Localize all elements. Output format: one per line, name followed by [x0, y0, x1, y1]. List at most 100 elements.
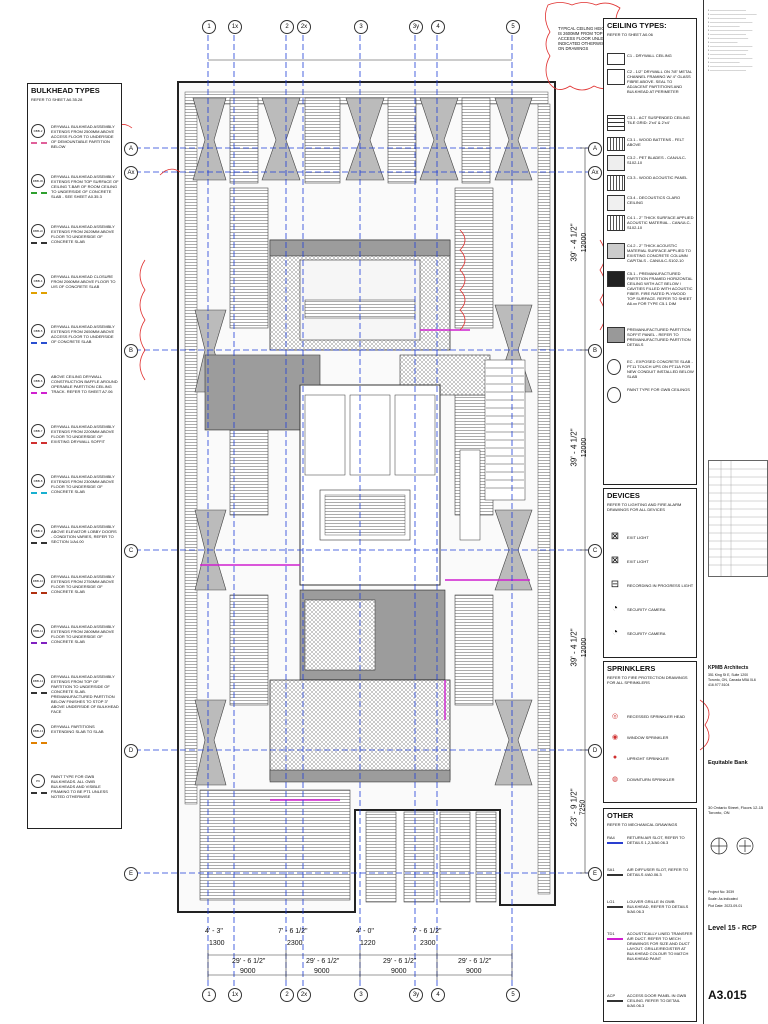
- device-item: ⊠EXIT LIGHT: [604, 529, 696, 551]
- bulkhead-line-sample: [31, 492, 47, 494]
- bulkhead-line-sample: [31, 142, 47, 144]
- grid-bubble-D: D: [124, 744, 138, 758]
- ceiling-swatch-icon: [607, 155, 625, 171]
- other-item-tag: RA4: [607, 835, 615, 840]
- other-line-sample: [607, 938, 623, 940]
- other-line-sample: [607, 842, 623, 844]
- grid-bubble-4-bottom: 4: [431, 988, 445, 1002]
- grid-bubble-C-right: C: [588, 544, 602, 558]
- ceiling-item-label: EC - EXPOSED CONCRETE SLAB - PT11 TOUCH …: [627, 359, 694, 379]
- ceiling-item-label: C4.1 - 2" THICK SURFACE APPLIED ACOUSTIC…: [627, 215, 694, 230]
- bulkhead-tag-icon: P9: [31, 774, 45, 788]
- bulkhead-item-label: DRYWALL PARTITIONS EXTENDING SLAB TO SLA…: [51, 724, 104, 734]
- ceiling-item: C3.1 - WOOD BATTENS - FELT ABOVE: [604, 135, 696, 151]
- bulkhead-line-sample: [31, 242, 47, 244]
- bulkhead-tag-icon: DBB-4: [31, 274, 45, 288]
- grid-bubble-E-right: E: [588, 867, 602, 881]
- bulkhead-line-sample: [31, 192, 47, 194]
- dim-bottom-h: 29' - 6 1/2": [458, 958, 492, 965]
- other-item-label: ACOUSTICALLY LINED TRANSFER AIR DUCT. RE…: [627, 931, 693, 961]
- ceiling-height-note: TYPICAL CEILING HEIGHT IS 2600MM FROM TO…: [558, 26, 611, 51]
- devices-legend: DEVICES REFER TO LIGHTING AND FIRE ALARM…: [603, 488, 697, 658]
- other-item-tag: SA1: [607, 867, 615, 872]
- dim-bottom-f-mm: 9000: [314, 968, 330, 975]
- dim-right-1: 39' - 4 1/2": [569, 223, 579, 262]
- bulkhead-tag-icon: DBB-6: [31, 374, 45, 388]
- other-item-tag: TD1: [607, 931, 615, 936]
- device-item: ⊠EXIT LIGHT: [604, 553, 696, 575]
- ceiling-item-label: C4.2 - 2" THICK ACOUSTIC MATERIAL SURFAC…: [627, 243, 691, 263]
- bulkhead-legend: BULKHEAD TYPES REFER TO SHEET A0.35.28 D…: [27, 83, 122, 829]
- dim-right-3-mm: 12000: [581, 637, 589, 658]
- bulkhead-line-sample: [31, 292, 47, 294]
- ceiling-item-label: PAINT TYPE FOR GWB CEILINGS: [627, 387, 690, 392]
- ceiling-swatch-icon: [607, 115, 625, 131]
- bulkhead-tag-icon: DBB-9: [31, 524, 45, 538]
- ceiling-item-label: C5.1 - PREMANUFACTURED PARTITION FRAMED …: [627, 271, 693, 306]
- bulkhead-item-label: DRYWALL BULKHEAD ASSEMBLY EXTENDS FROM T…: [51, 174, 119, 199]
- sheet-title: Level 15 - RCP: [708, 925, 757, 932]
- sprinklers-title: SPRINKLERS: [607, 664, 656, 673]
- bulkhead-title: BULKHEAD TYPES: [31, 86, 100, 95]
- ceiling-item-label: C3.4 - DECOUSTICS CLARO CEILING: [627, 195, 681, 205]
- bulkhead-item-label: DRYWALL BULKHEAD ASSEMBLY EXTENDS FROM 2…: [51, 224, 115, 244]
- device-item-label: SECURITY CAMERA: [627, 631, 666, 636]
- sprinklers-legend: SPRINKLERS REFER TO FIRE PROTECTION DRAW…: [603, 661, 697, 803]
- grid-bubble-3y: 3y: [409, 20, 423, 34]
- project-address: 30 Ontario Street, Floors 12-15 Toronto,…: [708, 805, 764, 815]
- device-symbol-icon: ⊠: [610, 555, 620, 566]
- grid-bubble-2x: 2x: [297, 20, 311, 34]
- device-symbol-icon: ⊟: [610, 579, 620, 590]
- sprinkler-symbol-icon: ◎: [611, 713, 619, 720]
- grid-bubble-Ax-right: Ax: [588, 166, 602, 180]
- bulkhead-line-sample: [31, 642, 47, 644]
- other-title: OTHER: [607, 811, 634, 820]
- ceiling-item: PREMANUFACTURED PARTITION SOFFIT PANEL -…: [604, 325, 696, 355]
- dim-right-4-mm: 7250: [579, 799, 587, 816]
- dim-bottom-g-mm: 9000: [391, 968, 407, 975]
- bulkhead-tag-icon: DBB-8: [31, 474, 45, 488]
- bulkhead-line-sample: [31, 542, 47, 544]
- bulkhead-tag-icon: DBB-3b: [31, 174, 45, 188]
- ceiling-item-label: C3.1 - WOOD BATTENS - FELT ABOVE: [627, 137, 685, 147]
- device-item: ◔ SECURITY CAMERA: [604, 601, 696, 623]
- other-item-label: ACCESS DOOR PANEL IN GWB CEILING. REFER …: [627, 993, 687, 1008]
- dim-bottom-d: 7' - 6 1/2": [412, 928, 442, 935]
- grid-bubble-A-right: A: [588, 142, 602, 156]
- bulkhead-tag-icon: DBB-11: [31, 624, 45, 638]
- grid-bubble-2: 2: [280, 20, 294, 34]
- bulkhead-line-sample: [31, 692, 47, 694]
- dim-bottom-h-mm: 9000: [466, 968, 482, 975]
- grid-bubble-D-right: D: [588, 744, 602, 758]
- bulkhead-tag-icon: DBB-13: [31, 724, 45, 738]
- bulkhead-item-label: DRYWALL BULKHEAD ASSEMBLY EXTENDS FROM 2…: [51, 624, 115, 644]
- dim-right-2-mm: 12000: [581, 437, 589, 458]
- bulkhead-item-label: DRYWALL BULKHEAD CLOSURE FROM 2060MM ABO…: [51, 274, 116, 289]
- bulkhead-item-label: DRYWALL BULKHEAD ASSEMBLY EXTENDS FROM T…: [51, 674, 119, 714]
- scale: Scale: As indicated: [708, 897, 738, 901]
- device-item: ◔SECURITY CAMERA: [604, 625, 696, 647]
- device-item-label: SECURITY CAMERA: [627, 607, 666, 612]
- bulkhead-line-sample: [31, 742, 47, 744]
- device-item: ⊟RECORDING IN PROGRESS LIGHT: [604, 577, 696, 599]
- device-symbol-icon: ◔: [611, 603, 619, 614]
- bulkhead-item-label: PAINT TYPE FOR GWB BULKHEADS. ALL GWB BU…: [51, 774, 108, 799]
- sprinkler-item: ◍DOWNTURN SPRINKLER: [604, 773, 696, 795]
- bulkhead-item-label: DRYWALL BULKHEAD ASSEMBLY EXTENDS FROM 2…: [51, 424, 115, 444]
- other-item-label: LOUVER GRILLE IN GWB BULKHEAD, REFER TO …: [627, 899, 689, 914]
- sprinkler-item: ●UPRIGHT SPRINKLER: [604, 752, 696, 774]
- other-item: ACP ACCESS DOOR PANEL IN GWB CEILING. REF…: [604, 991, 696, 1021]
- ceiling-swatch-icon: [607, 137, 625, 151]
- other-item-tag: ACP: [607, 993, 616, 998]
- sprinkler-item: ◎RECESSED SPRINKLER HEAD: [604, 710, 696, 732]
- grid-bubble-5-bottom: 5: [506, 988, 520, 1002]
- ceiling-item-label: C1 - DRYWALL CEILING: [627, 53, 672, 58]
- ceiling-item: C4.1 - 2" THICK SURFACE APPLIED ACOUSTIC…: [604, 213, 696, 239]
